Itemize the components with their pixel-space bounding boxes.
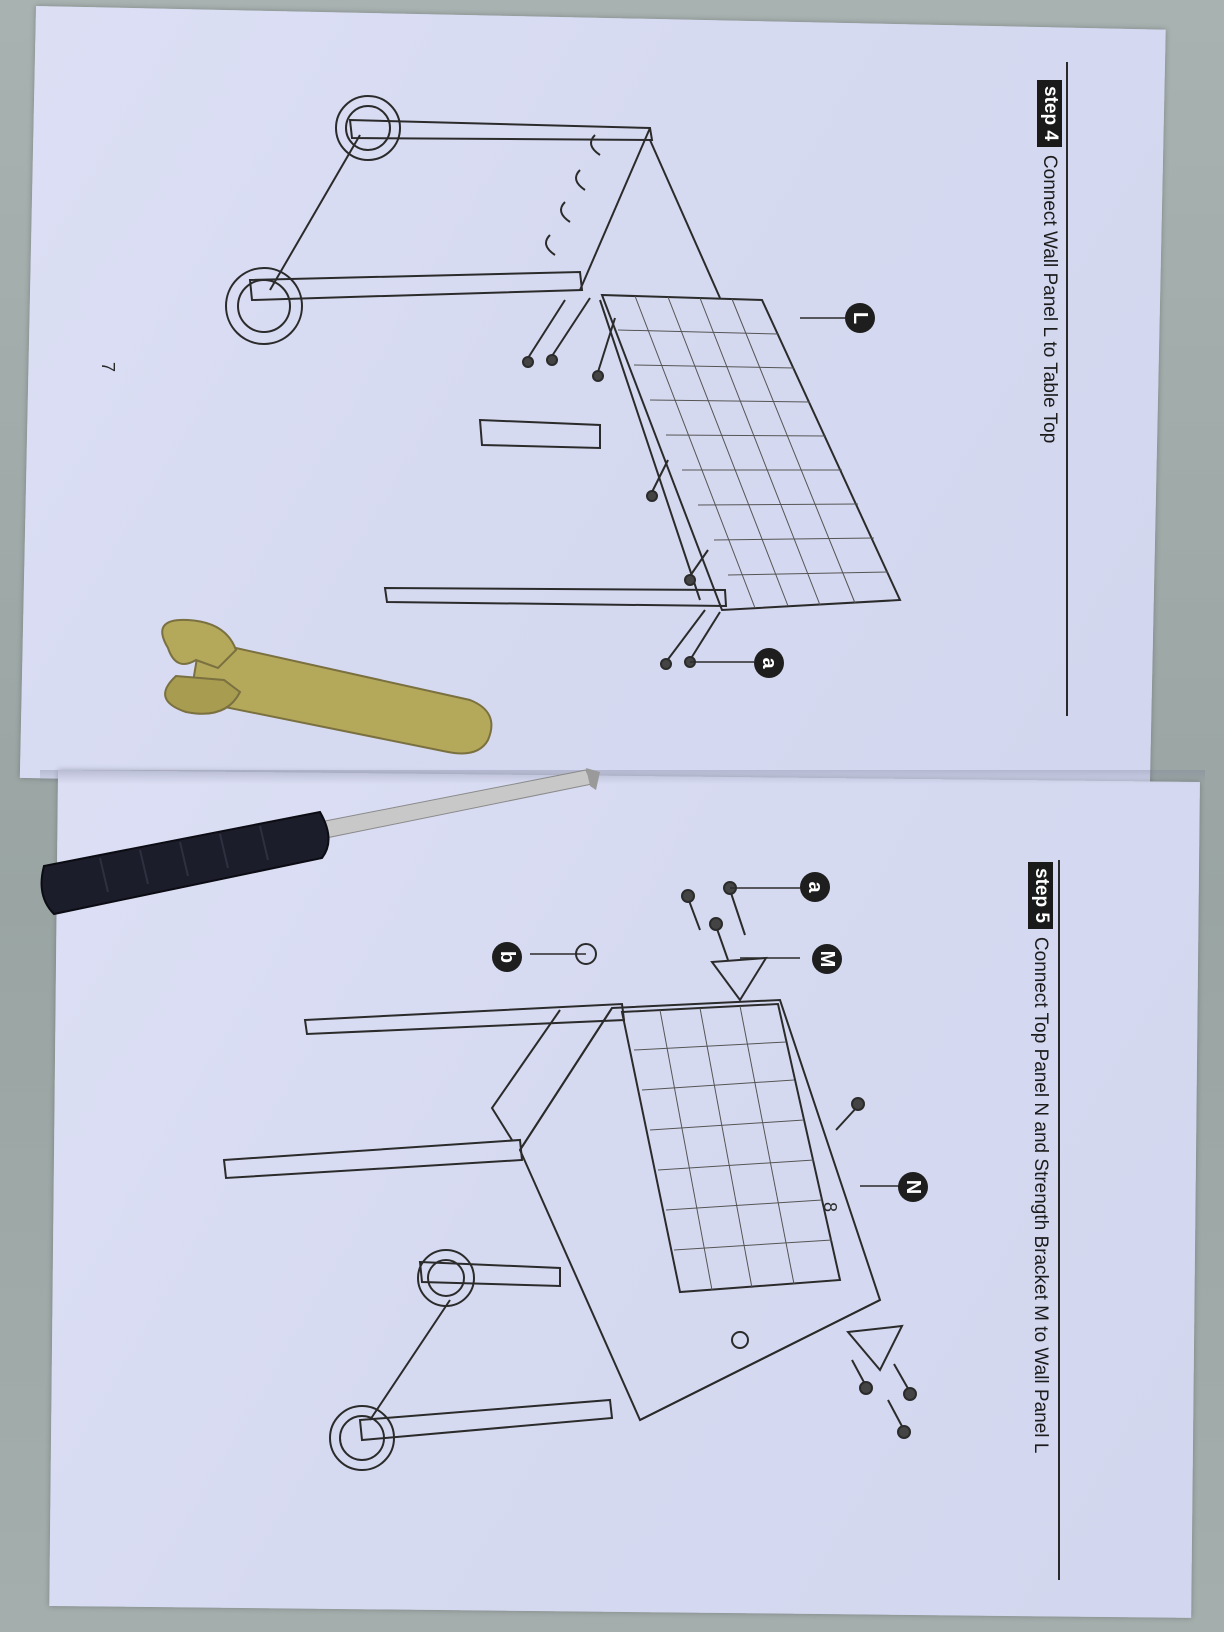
- step4-screws: [522, 297, 721, 670]
- screwdriver-icon: [40, 768, 600, 916]
- strength-brackets: [710, 956, 904, 1372]
- step4-header-rule: [1066, 62, 1068, 716]
- step5-screws: [575, 881, 917, 1439]
- wrench-icon: [161, 618, 493, 755]
- step5-header-rule: [1058, 860, 1060, 1580]
- mesh-panel-n: [620, 1002, 842, 1294]
- step4-diagram: [225, 95, 902, 670]
- booklet-spine: [40, 770, 1205, 784]
- mesh-table-top: [600, 293, 902, 612]
